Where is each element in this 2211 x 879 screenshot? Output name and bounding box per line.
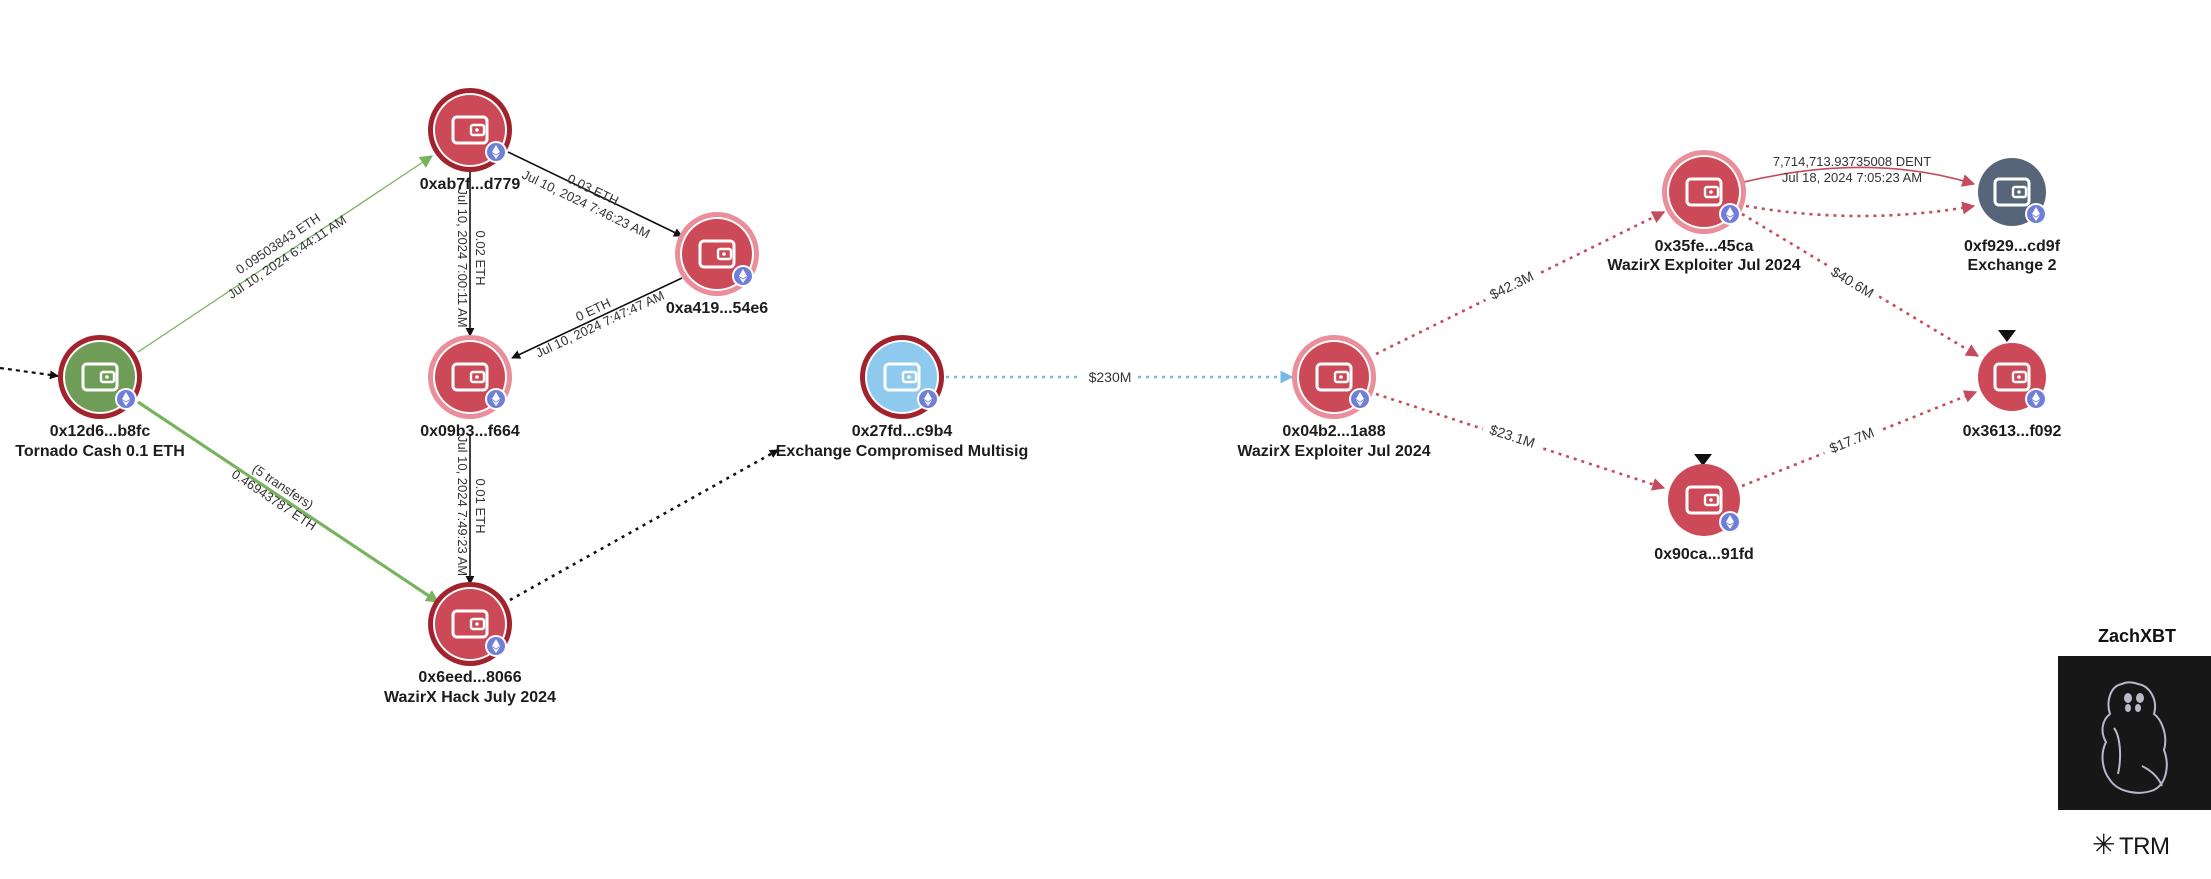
edge-n1-n2[interactable]	[137, 155, 434, 353]
node-wazirx-hack[interactable]	[428, 582, 512, 666]
node-label-n5: WazirX Hack July 2024	[384, 689, 556, 706]
edge-n9-n11[interactable]	[1741, 390, 1978, 488]
edge-n1-n5[interactable]	[137, 400, 440, 604]
wallet-icon	[1315, 362, 1353, 392]
flag-marker-n9	[1694, 454, 1712, 466]
node-address-n11: 0x3613...f092	[1963, 423, 2062, 440]
node-0x90ca[interactable]	[1668, 464, 1741, 536]
wallet-icon	[883, 362, 921, 392]
node-wazirx-exploiter-2[interactable]	[1662, 150, 1746, 234]
asterisk-star-icon: ✳	[2092, 829, 2115, 860]
nodes: 0x12d6...b8fc Tornado Cash 0.1 ETH 0xab7…	[15, 88, 2061, 706]
edge-label-n8-n10-date: Jul 18, 2024 7:05:23 AM	[1782, 170, 1922, 185]
node-address-n6: 0x27fd...c9b4	[852, 423, 953, 440]
edge-n2-n3[interactable]	[507, 151, 683, 237]
node-wazirx-exploiter-1[interactable]	[1292, 335, 1376, 419]
trm-logo: ✳TRM	[2092, 828, 2170, 861]
node-exchange-multisig[interactable]	[860, 335, 944, 419]
edge-n8-n10-direct[interactable]	[1743, 166, 1976, 187]
wallet-icon	[451, 609, 489, 639]
node-address-n7: 0x04b2...1a88	[1282, 423, 1385, 440]
node-address-n8: 0x35fe...45ca	[1655, 238, 1754, 255]
wallet-icon	[698, 239, 736, 269]
edge-label-n8-n10-amount: 7,714,713.93735008 DENT	[1773, 154, 1931, 169]
author-avatar	[2058, 656, 2211, 810]
node-0xa419[interactable]	[675, 212, 759, 296]
wallet-icon	[1993, 362, 2031, 392]
wallet-icon	[1993, 177, 2031, 207]
penguin-sketch-icon	[2101, 681, 2168, 794]
node-label-n1: Tornado Cash 0.1 ETH	[15, 443, 185, 460]
author-name: ZachXBT	[2098, 626, 2177, 646]
flag-marker-n11	[1998, 330, 2016, 342]
edge-label-n6-n7: $230M	[1089, 369, 1132, 385]
node-0xab7f[interactable]	[428, 88, 512, 172]
edge-n8-n10-dotted[interactable]	[1745, 201, 1976, 218]
node-address-n2: 0xab7f...d779	[420, 176, 521, 193]
wallet-icon	[451, 362, 489, 392]
node-0x3613[interactable]	[1978, 343, 2047, 411]
trm-logo-text: TRM	[2118, 833, 2170, 860]
edge-n3-n4[interactable]	[511, 277, 683, 359]
edge-label-n4-n5-amount: 0.01 ETH	[473, 479, 488, 534]
node-address-n10: 0xf929...cd9f	[1964, 238, 2061, 255]
edge-n7-n9[interactable]	[1375, 392, 1666, 491]
node-address-n1: 0x12d6...b8fc	[50, 423, 151, 440]
node-address-n4: 0x09b3...f664	[420, 423, 520, 440]
edge-incoming-n1[interactable]	[0, 366, 59, 380]
node-address-n5: 0x6eed...8066	[418, 669, 521, 686]
node-address-n9: 0x90ca...91fd	[1654, 546, 1754, 563]
node-label-n8: WazirX Exploiter Jul 2024	[1607, 257, 1800, 274]
edge-label-n2-n4-date: Jul 10, 2024 7:00:11 AM	[455, 188, 470, 327]
node-label-n6: Exchange Compromised Multisig	[776, 443, 1028, 460]
node-exchange-2[interactable]	[1978, 158, 2047, 226]
node-address-n3: 0xa419...54e6	[666, 300, 768, 317]
edge-label-n2-n4-amount: 0.02 ETH	[473, 231, 488, 286]
wallet-icon	[451, 115, 489, 145]
wallet-icon	[1685, 485, 1723, 515]
node-label-n7: WazirX Exploiter Jul 2024	[1237, 443, 1430, 460]
edge-label-n4-n5-date: Jul 10, 2024 7:49:23 AM	[455, 436, 470, 576]
wallet-icon	[1685, 177, 1723, 207]
node-label-n10: Exchange 2	[1968, 257, 2057, 274]
node-0x09b3[interactable]	[428, 335, 512, 419]
node-tornado-cash[interactable]	[58, 335, 142, 419]
wallet-icon	[81, 362, 119, 392]
edge-n5-outgoing[interactable]	[509, 448, 779, 602]
